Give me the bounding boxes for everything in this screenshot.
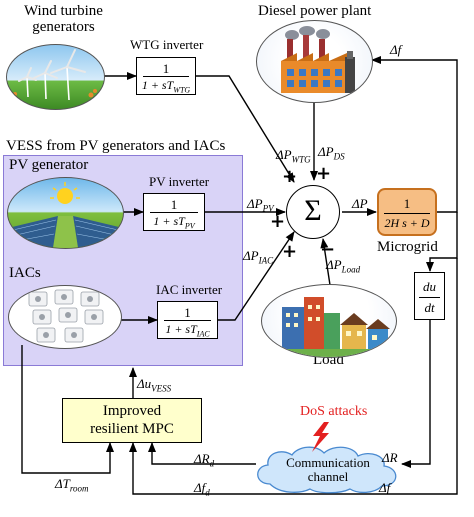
derivative-block: du dt bbox=[414, 272, 445, 320]
label-dp-iac: ΔPIAC bbox=[243, 248, 274, 266]
plus-iac: + bbox=[282, 241, 298, 262]
pv-inverter-block: 1 1 + sTPV bbox=[143, 193, 205, 231]
minus-load: − bbox=[320, 239, 336, 260]
wtg-inverter-block: 1 1 + sTWTG bbox=[136, 57, 196, 95]
deriv-num: du bbox=[423, 279, 436, 294]
air-conditioner-icon bbox=[8, 285, 122, 349]
iac-frac-line bbox=[164, 320, 211, 321]
microgrid-title: Microgrid bbox=[377, 239, 438, 255]
pv-den: 1 + sTPV bbox=[153, 214, 195, 231]
pv-generator-title: PV generator bbox=[9, 157, 89, 173]
label-df-bottom: Δf bbox=[379, 480, 391, 495]
wtg-inverter-label: WTG inverter bbox=[130, 37, 204, 52]
label-df-d: Δfd bbox=[194, 480, 210, 498]
pv-inverter-label: PV inverter bbox=[149, 174, 210, 189]
label-dr: ΔR bbox=[382, 450, 398, 465]
iacs-title: IACs bbox=[9, 265, 41, 281]
label-dr-d: ΔRd bbox=[194, 451, 215, 469]
mg-frac-line bbox=[384, 213, 430, 214]
microgrid-block: 1 2H s + D bbox=[377, 188, 437, 236]
label-dp-ds: ΔPDS bbox=[318, 144, 345, 162]
iac-den: 1 + sTIAC bbox=[165, 322, 210, 339]
iac-num: 1 bbox=[184, 305, 191, 320]
label-dt-room: ΔTroom bbox=[55, 476, 89, 494]
arrow-df-feedback bbox=[371, 56, 458, 213]
label-dp-load: ΔPLoad bbox=[326, 257, 361, 275]
arrow-wtg-to-sum bbox=[196, 75, 295, 183]
iac-inverter-label: IAC inverter bbox=[156, 282, 223, 297]
plus-wtg: + bbox=[282, 166, 298, 187]
arrow-to-derivative bbox=[426, 212, 458, 272]
communication-label: Communication channel bbox=[286, 455, 370, 485]
wtg-den: 1 + sTWTG bbox=[141, 78, 191, 95]
wtg-num: 1 bbox=[162, 61, 170, 76]
label-df-top: Δf bbox=[390, 42, 402, 57]
deriv-den: dt bbox=[424, 300, 435, 315]
arrow-df-to-mpc bbox=[129, 258, 458, 495]
wtg-frac-line bbox=[143, 76, 189, 77]
load-buildings-icon bbox=[261, 284, 397, 358]
vess-title: VESS from PV generators and IACs bbox=[6, 138, 226, 154]
summing-junction: Σ bbox=[286, 185, 340, 239]
label-dp-pv: ΔPPV bbox=[247, 196, 274, 214]
arrow-load-to-sum bbox=[320, 238, 331, 286]
dos-attack-label: DoS attacks bbox=[300, 404, 368, 419]
plus-ds: + bbox=[316, 163, 332, 184]
lightning-bolt-icon bbox=[307, 422, 333, 452]
diesel-plant-icon bbox=[256, 20, 373, 103]
deriv-frac-line bbox=[419, 297, 440, 298]
label-dp-wtg: ΔPWTG bbox=[276, 147, 311, 165]
iac-inverter-block: 1 1 + sTIAC bbox=[157, 301, 218, 339]
wind-turbine-icon bbox=[6, 44, 105, 110]
plus-pv: + bbox=[270, 211, 286, 232]
arrow-comm-to-mpc bbox=[148, 442, 256, 465]
label-du-vess: ΔuVESS bbox=[137, 376, 172, 394]
mg-num: 1 bbox=[403, 196, 411, 211]
mg-den: 2H s + D bbox=[384, 216, 430, 230]
arrow-iacinv-to-sum bbox=[218, 231, 295, 321]
mpc-block: Improved resilient MPC bbox=[62, 398, 202, 443]
pv-panel-icon bbox=[7, 177, 124, 249]
label-dp: ΔP bbox=[352, 196, 368, 211]
sigma-symbol: Σ bbox=[304, 194, 322, 227]
wind-title: Wind turbine generators bbox=[24, 3, 103, 35]
mpc-label: Improved resilient MPC bbox=[90, 403, 174, 437]
pv-num: 1 bbox=[170, 197, 178, 212]
arrow-troom-to-mpc bbox=[21, 345, 114, 474]
communication-cloud: Communication channel bbox=[252, 444, 404, 494]
pv-frac-line bbox=[150, 212, 198, 213]
arrow-deriv-to-comm bbox=[401, 320, 431, 468]
diesel-title: Diesel power plant bbox=[258, 3, 372, 19]
